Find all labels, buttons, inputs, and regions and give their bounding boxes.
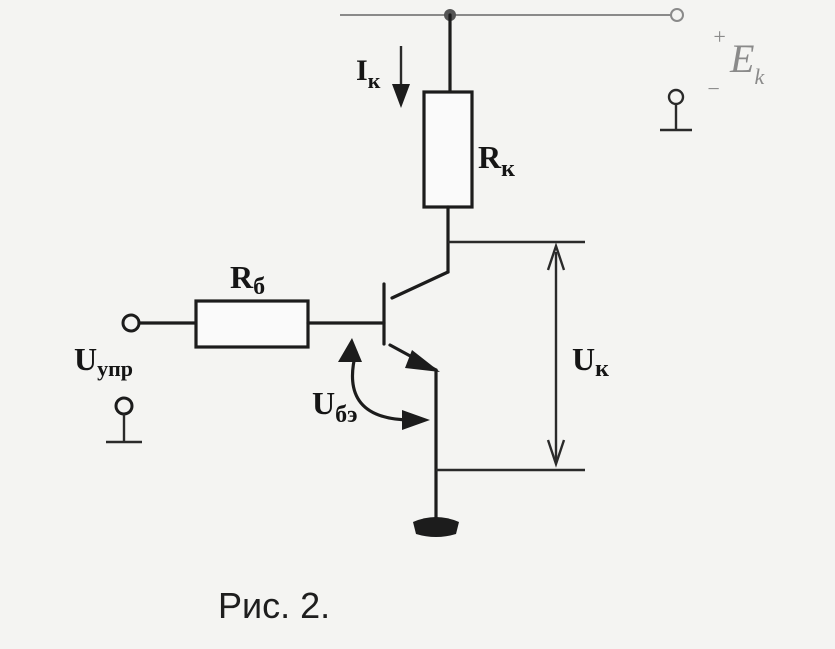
collector-voltage-arrowhead-top (546, 242, 566, 271)
base-emitter-voltage-label: Uбэ (312, 385, 357, 428)
base-emitter-arrowhead-bottom (402, 410, 430, 430)
supply-plus-sign: + (712, 24, 727, 49)
control-input-terminal (121, 313, 141, 333)
ground-symbol (413, 517, 459, 537)
figure-caption: Рис. 2. (218, 585, 330, 626)
base-resistor (194, 299, 310, 349)
base-emitter-arrowhead-top (338, 338, 362, 362)
control-voltage-label: Uупр (74, 341, 133, 381)
collector-resistor-label: Rк (478, 139, 515, 182)
collector-voltage-label: Uк (572, 341, 609, 382)
collector-current-label: Iк (356, 54, 381, 93)
collector-voltage-arrowhead-bottom (546, 439, 566, 468)
supply-positive-terminal (670, 8, 684, 22)
supply-negative-terminal (667, 88, 685, 106)
base-emitter-voltage-arc (350, 350, 414, 422)
supply-minus-sign: − (706, 76, 721, 101)
supply-label: Ek (729, 36, 765, 89)
collector-current-arrowhead (392, 84, 410, 108)
collector-resistor (422, 90, 474, 209)
base-resistor-label: Rб (230, 259, 265, 300)
control-ground-terminal (114, 396, 134, 416)
emitter-arrowhead (405, 350, 440, 372)
